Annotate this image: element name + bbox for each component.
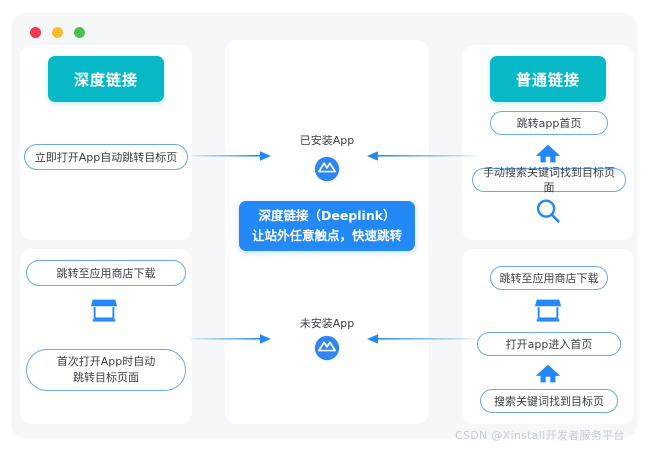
pill-open-app-enter-home[interactable]: 打开app进入首页 (477, 332, 621, 356)
appstore-icon (314, 335, 340, 361)
home-icon (533, 138, 563, 168)
label-not-installed-app: 未安装App (299, 317, 355, 330)
arrow-left-icon (366, 331, 476, 345)
maximize-dot[interactable] (74, 27, 85, 38)
store-icon (89, 294, 119, 324)
close-dot[interactable] (30, 27, 41, 38)
arrow-right-icon (190, 331, 272, 345)
deeplink-heading-button[interactable]: 深度链接 (48, 56, 164, 102)
pill-search-keyword-target-page[interactable]: 搜索关键词找到目标页 (480, 389, 618, 413)
window-traffic-lights (30, 27, 85, 38)
pill-open-app-auto-jump[interactable]: 立即打开App自动跳转目标页 (24, 144, 188, 170)
deeplink-line-1: 深度链接（Deeplink） (258, 208, 396, 223)
arrow-right-icon (190, 148, 272, 162)
label-installed-app: 已安装App (299, 134, 355, 147)
pill-jump-app-home[interactable]: 跳转app首页 (490, 111, 608, 135)
home-icon (533, 358, 563, 388)
pill-first-open-auto-jump[interactable]: 首次打开App时自动 跳转目标页面 (26, 349, 186, 391)
pill-manual-search-keyword[interactable]: 手动搜索关键词找到目标页面 (472, 166, 626, 194)
arrow-left-icon (366, 148, 476, 162)
pill-jump-to-appstore-right[interactable]: 跳转至应用商店下载 (490, 266, 608, 290)
pill-jump-to-appstore-left[interactable]: 跳转至应用商店下载 (26, 260, 186, 286)
minimize-dot[interactable] (52, 27, 63, 38)
search-icon (533, 196, 563, 226)
appstore-icon (314, 156, 340, 182)
pill-l3-line-2: 跳转目标页面 (73, 371, 139, 384)
deeplink-line-2: 让站外任意触点，快速跳转 (251, 228, 402, 243)
watermark-text: CSDN @Xinstall开发者服务平台 (455, 429, 625, 442)
store-icon (533, 294, 563, 324)
normal-link-heading-button[interactable]: 普通链接 (490, 56, 606, 102)
deeplink-callout-box: 深度链接（Deeplink） 让站外任意触点，快速跳转 (239, 201, 415, 251)
pill-l3-line-1: 首次打开App时自动 (56, 355, 156, 368)
